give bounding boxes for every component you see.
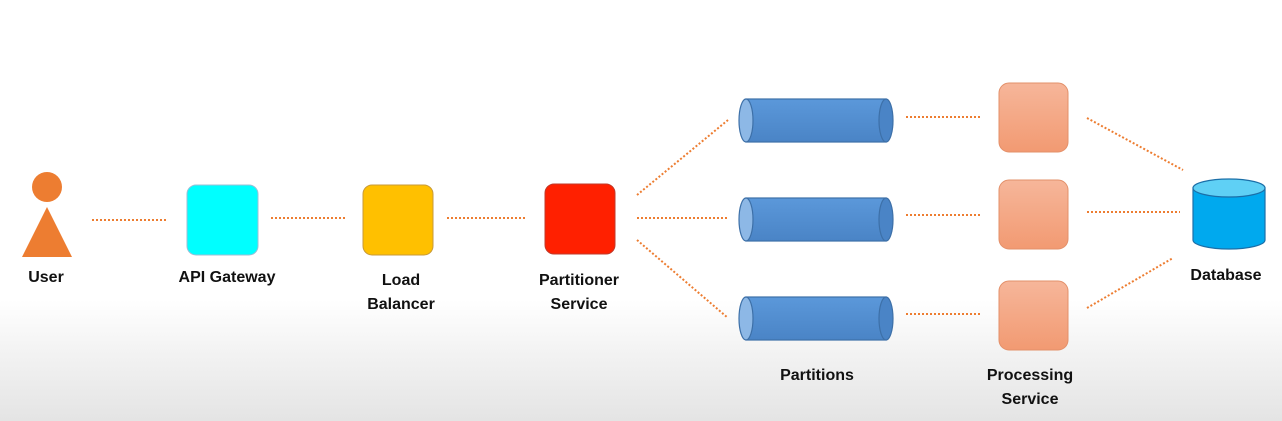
processing-service-label: Processing Service	[987, 364, 1073, 412]
load-balancer-box	[362, 184, 434, 256]
user-label: User	[28, 269, 64, 286]
connector-processing-3-database	[1086, 257, 1174, 309]
partitioner-service-label: Partitioner Service	[539, 269, 619, 317]
connector-lines	[92, 116, 1184, 319]
partitions-label: Partitions	[780, 367, 854, 384]
partitioner-service-label-line1: Partitioner	[538, 272, 620, 289]
connector-partitioner-partition-1	[636, 119, 729, 196]
database-label: Database	[1190, 267, 1262, 284]
processing-service-box-1	[998, 82, 1069, 153]
partitioner-service-label-line2: Service	[550, 296, 608, 313]
load-balancer-label-line1: Load	[381, 272, 421, 289]
user-icon	[22, 172, 72, 257]
partition-1	[738, 98, 894, 143]
connector-partitioner-partition-3	[636, 239, 729, 319]
connector-processing-1-database	[1086, 117, 1184, 171]
load-balancer-label-line2: Balancer	[367, 296, 435, 313]
partition-2	[738, 197, 894, 242]
processing-service-box-2	[998, 179, 1069, 250]
load-balancer-label: Load Balancer	[367, 269, 435, 317]
partition-3	[738, 296, 894, 341]
partitioner-service-box	[544, 183, 616, 255]
processing-service-box-3	[998, 280, 1069, 351]
processing-service-label-line2: Service	[1001, 391, 1059, 408]
database-icon	[1192, 178, 1266, 250]
processing-service-label-line1: Processing	[986, 367, 1074, 384]
api-gateway-label: API Gateway	[178, 269, 276, 286]
api-gateway-box	[186, 184, 259, 256]
